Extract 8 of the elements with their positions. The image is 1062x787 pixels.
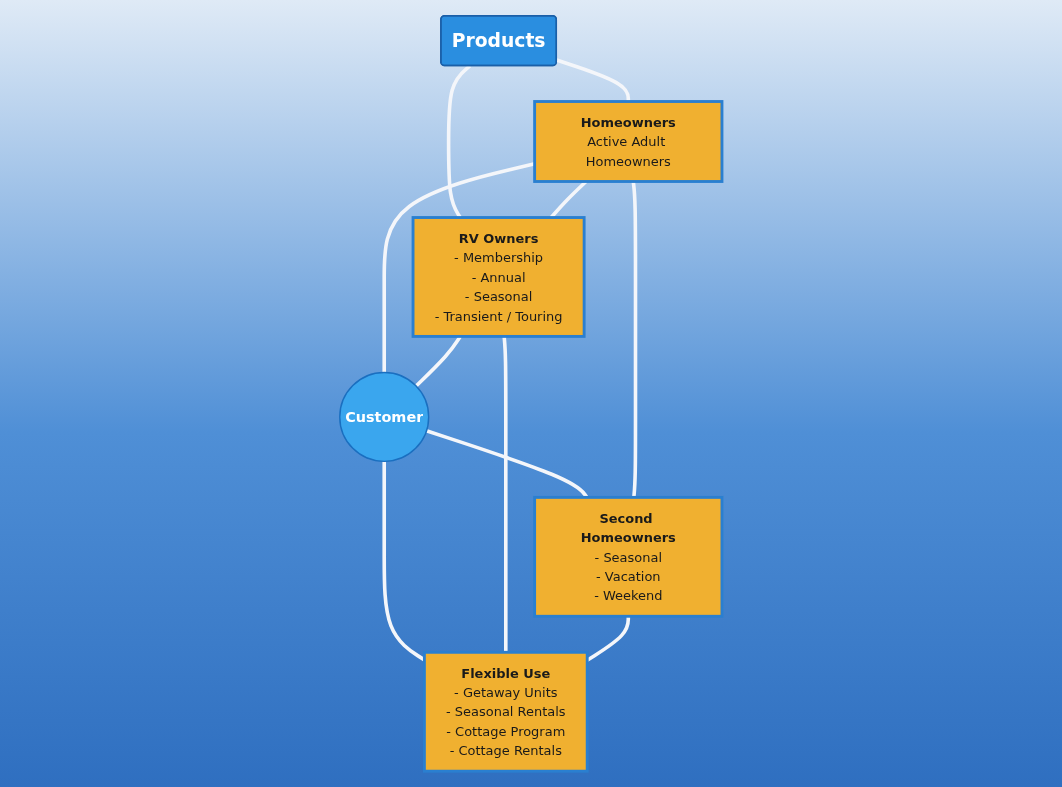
connector [502,336,508,653]
node-box: Flexible Use - Getaway Units - Seasonal Rentals - Cottage Program - Cottage Rentals [423,650,589,773]
node-box: Homeowners Active Adult Homeowners [533,100,724,183]
node-box: Second Homeowners - Seasonal - Vacation - Weekend [533,495,724,618]
connector [556,58,631,102]
connector [631,181,638,498]
node-circle: Customer [339,371,430,463]
node-box: RV Owners - Membership - Annual - Seasonal - Transient / Touring [411,216,586,338]
